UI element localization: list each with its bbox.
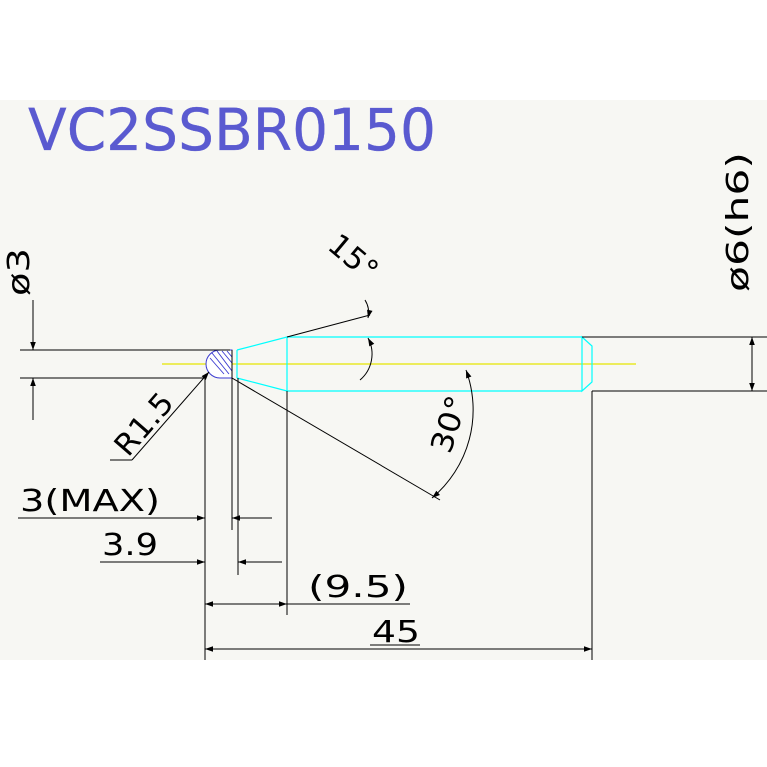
neck-diameter-label: ø3: [2, 248, 37, 296]
overall-length-label: 45: [372, 615, 420, 650]
shank-diameter-label: ø6(h6): [721, 152, 756, 292]
dimension-lines: [18, 314, 767, 660]
length-3max-label: 3(MAX): [20, 484, 160, 519]
part-number-title: VC2SSBR0150: [28, 96, 436, 164]
length-3-9-label: 3.9: [102, 528, 158, 563]
drawing-panel: [0, 100, 767, 660]
dimension-arrows: [30, 299, 755, 652]
length-9-5-label: (9.5): [308, 570, 408, 605]
ball-nose-tip: [205, 349, 233, 379]
